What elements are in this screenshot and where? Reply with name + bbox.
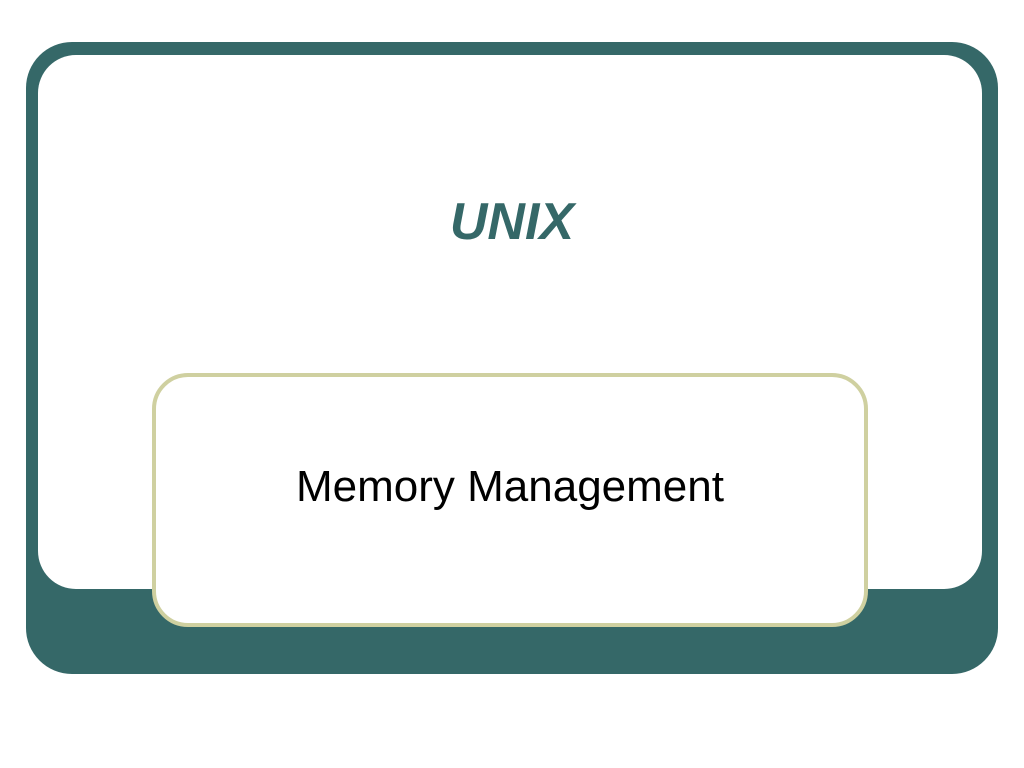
slide-subtitle: Memory Management <box>296 462 724 511</box>
subtitle-box: Memory Management <box>152 373 868 627</box>
slide-title: UNIX <box>449 193 575 251</box>
